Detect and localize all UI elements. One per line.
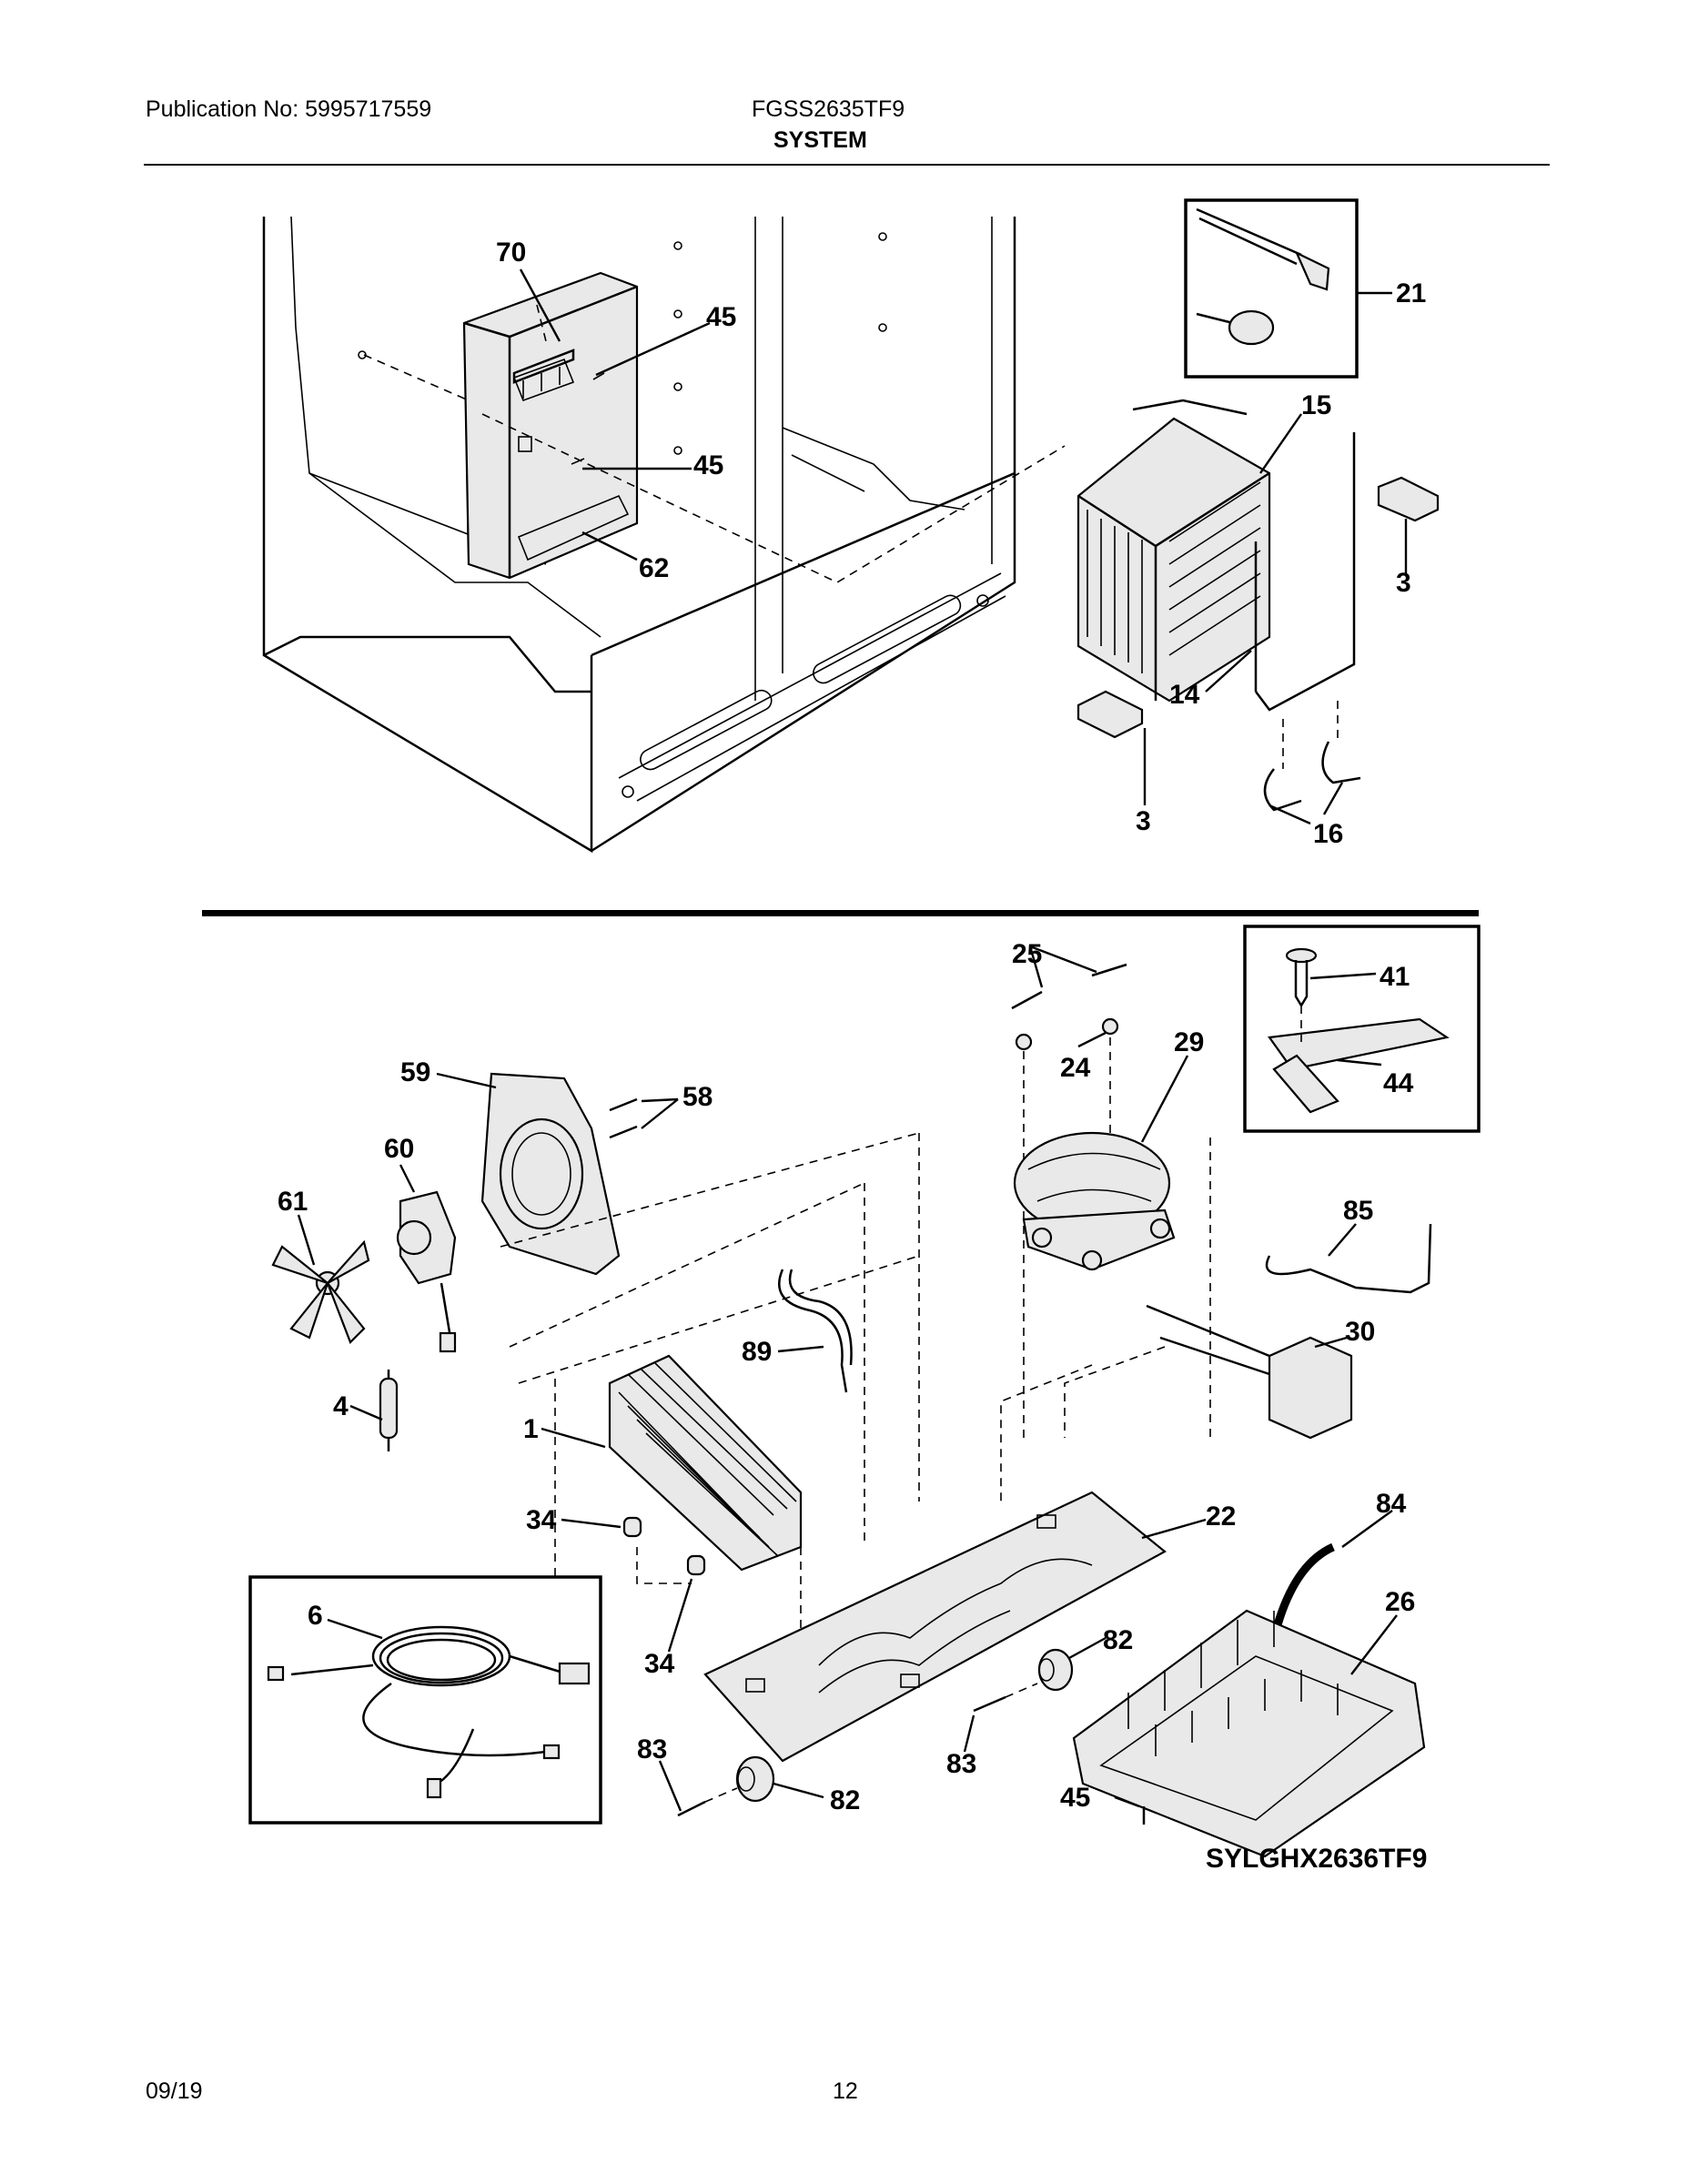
callout-58: 58: [682, 1082, 713, 1112]
callout-16: 16: [1313, 819, 1343, 849]
screw-83-right: [973, 1695, 1006, 1713]
callout-62: 62: [639, 553, 669, 583]
callout-61: 61: [278, 1187, 308, 1217]
callout-3: 3: [1396, 568, 1411, 598]
brackets-25: [1011, 963, 1127, 1051]
inset-box-6: [248, 1575, 602, 1825]
filter-drier-4: [379, 1370, 399, 1451]
callout-84: 84: [1376, 1489, 1407, 1519]
callout-3: 3: [1136, 806, 1151, 836]
callout-44: 44: [1383, 1068, 1414, 1098]
screw-83-left: [677, 1800, 706, 1817]
drain-pan-26: [1072, 1609, 1426, 1858]
bumper-82-left: [735, 1755, 775, 1803]
tube-85: [1265, 1223, 1432, 1294]
callout-34: 34: [526, 1505, 557, 1535]
heater-clip-21: [1196, 207, 1392, 346]
callout-83: 83: [637, 1734, 667, 1764]
callout-14: 14: [1169, 680, 1200, 710]
fan-shroud-59: [480, 1072, 621, 1276]
callout-45: 45: [1060, 1783, 1090, 1813]
section-title: SYSTEM: [773, 127, 867, 153]
callout-85: 85: [1343, 1196, 1373, 1226]
callout-41: 41: [1380, 962, 1410, 992]
callout-1: 1: [523, 1414, 539, 1444]
callout-26: 26: [1385, 1587, 1415, 1617]
duct-assembly-62: [462, 271, 639, 580]
foam-pad-3-left: [1076, 690, 1144, 739]
section-divider: [202, 910, 1479, 916]
grommet-34a: [622, 1516, 642, 1538]
callout-6: 6: [308, 1601, 323, 1631]
tube-89: [778, 1269, 848, 1393]
power-cord-6: [267, 1625, 591, 1799]
evaporator-15: [1076, 399, 1271, 703]
cabinet-illustration: [262, 216, 1016, 854]
callout-25: 25: [1012, 939, 1042, 969]
callout-45: 45: [693, 450, 723, 480]
callout-22: 22: [1206, 1502, 1236, 1532]
callout-60: 60: [384, 1134, 414, 1164]
bracket-70: [512, 349, 575, 399]
foam-pad-3-right: [1377, 476, 1440, 522]
bumper-82-right: [1037, 1648, 1074, 1692]
condenser-1: [608, 1354, 803, 1572]
screw-bracket-41-44: [1268, 947, 1450, 1114]
base-plate-22: [703, 1491, 1167, 1763]
callout-70: 70: [496, 238, 526, 268]
callout-21: 21: [1396, 278, 1426, 308]
callout-34: 34: [644, 1649, 675, 1679]
callout-82: 82: [830, 1785, 860, 1815]
callout-30: 30: [1345, 1317, 1375, 1347]
callout-83: 83: [946, 1749, 976, 1779]
callout-4: 4: [333, 1391, 349, 1421]
callout-59: 59: [400, 1057, 430, 1087]
footer-date: 09/19: [146, 2078, 203, 2104]
inset-box-21: [1184, 198, 1359, 379]
callout-45: 45: [706, 302, 736, 332]
callout-24: 24: [1060, 1053, 1091, 1083]
compressor-29: [1013, 1131, 1176, 1271]
clips-16: [1263, 701, 1361, 812]
model-number: FGSS2635TF9: [752, 96, 905, 122]
callout-89: 89: [742, 1337, 772, 1367]
figure-code: SYLGHX2636TF9: [1206, 1844, 1427, 1874]
callout-15: 15: [1301, 390, 1331, 420]
grommet-34b: [686, 1554, 706, 1576]
callout-82: 82: [1103, 1625, 1133, 1655]
header-rule: [144, 164, 1550, 166]
fan-motor-60: [396, 1190, 457, 1353]
heater-wire-14: [1255, 432, 1356, 712]
relay-30: [1146, 1304, 1353, 1440]
page-number: 12: [833, 2078, 858, 2104]
callout-29: 29: [1174, 1027, 1204, 1057]
publication-number: Publication No: 5995717559: [146, 96, 432, 122]
fan-blade-61: [271, 1239, 370, 1344]
